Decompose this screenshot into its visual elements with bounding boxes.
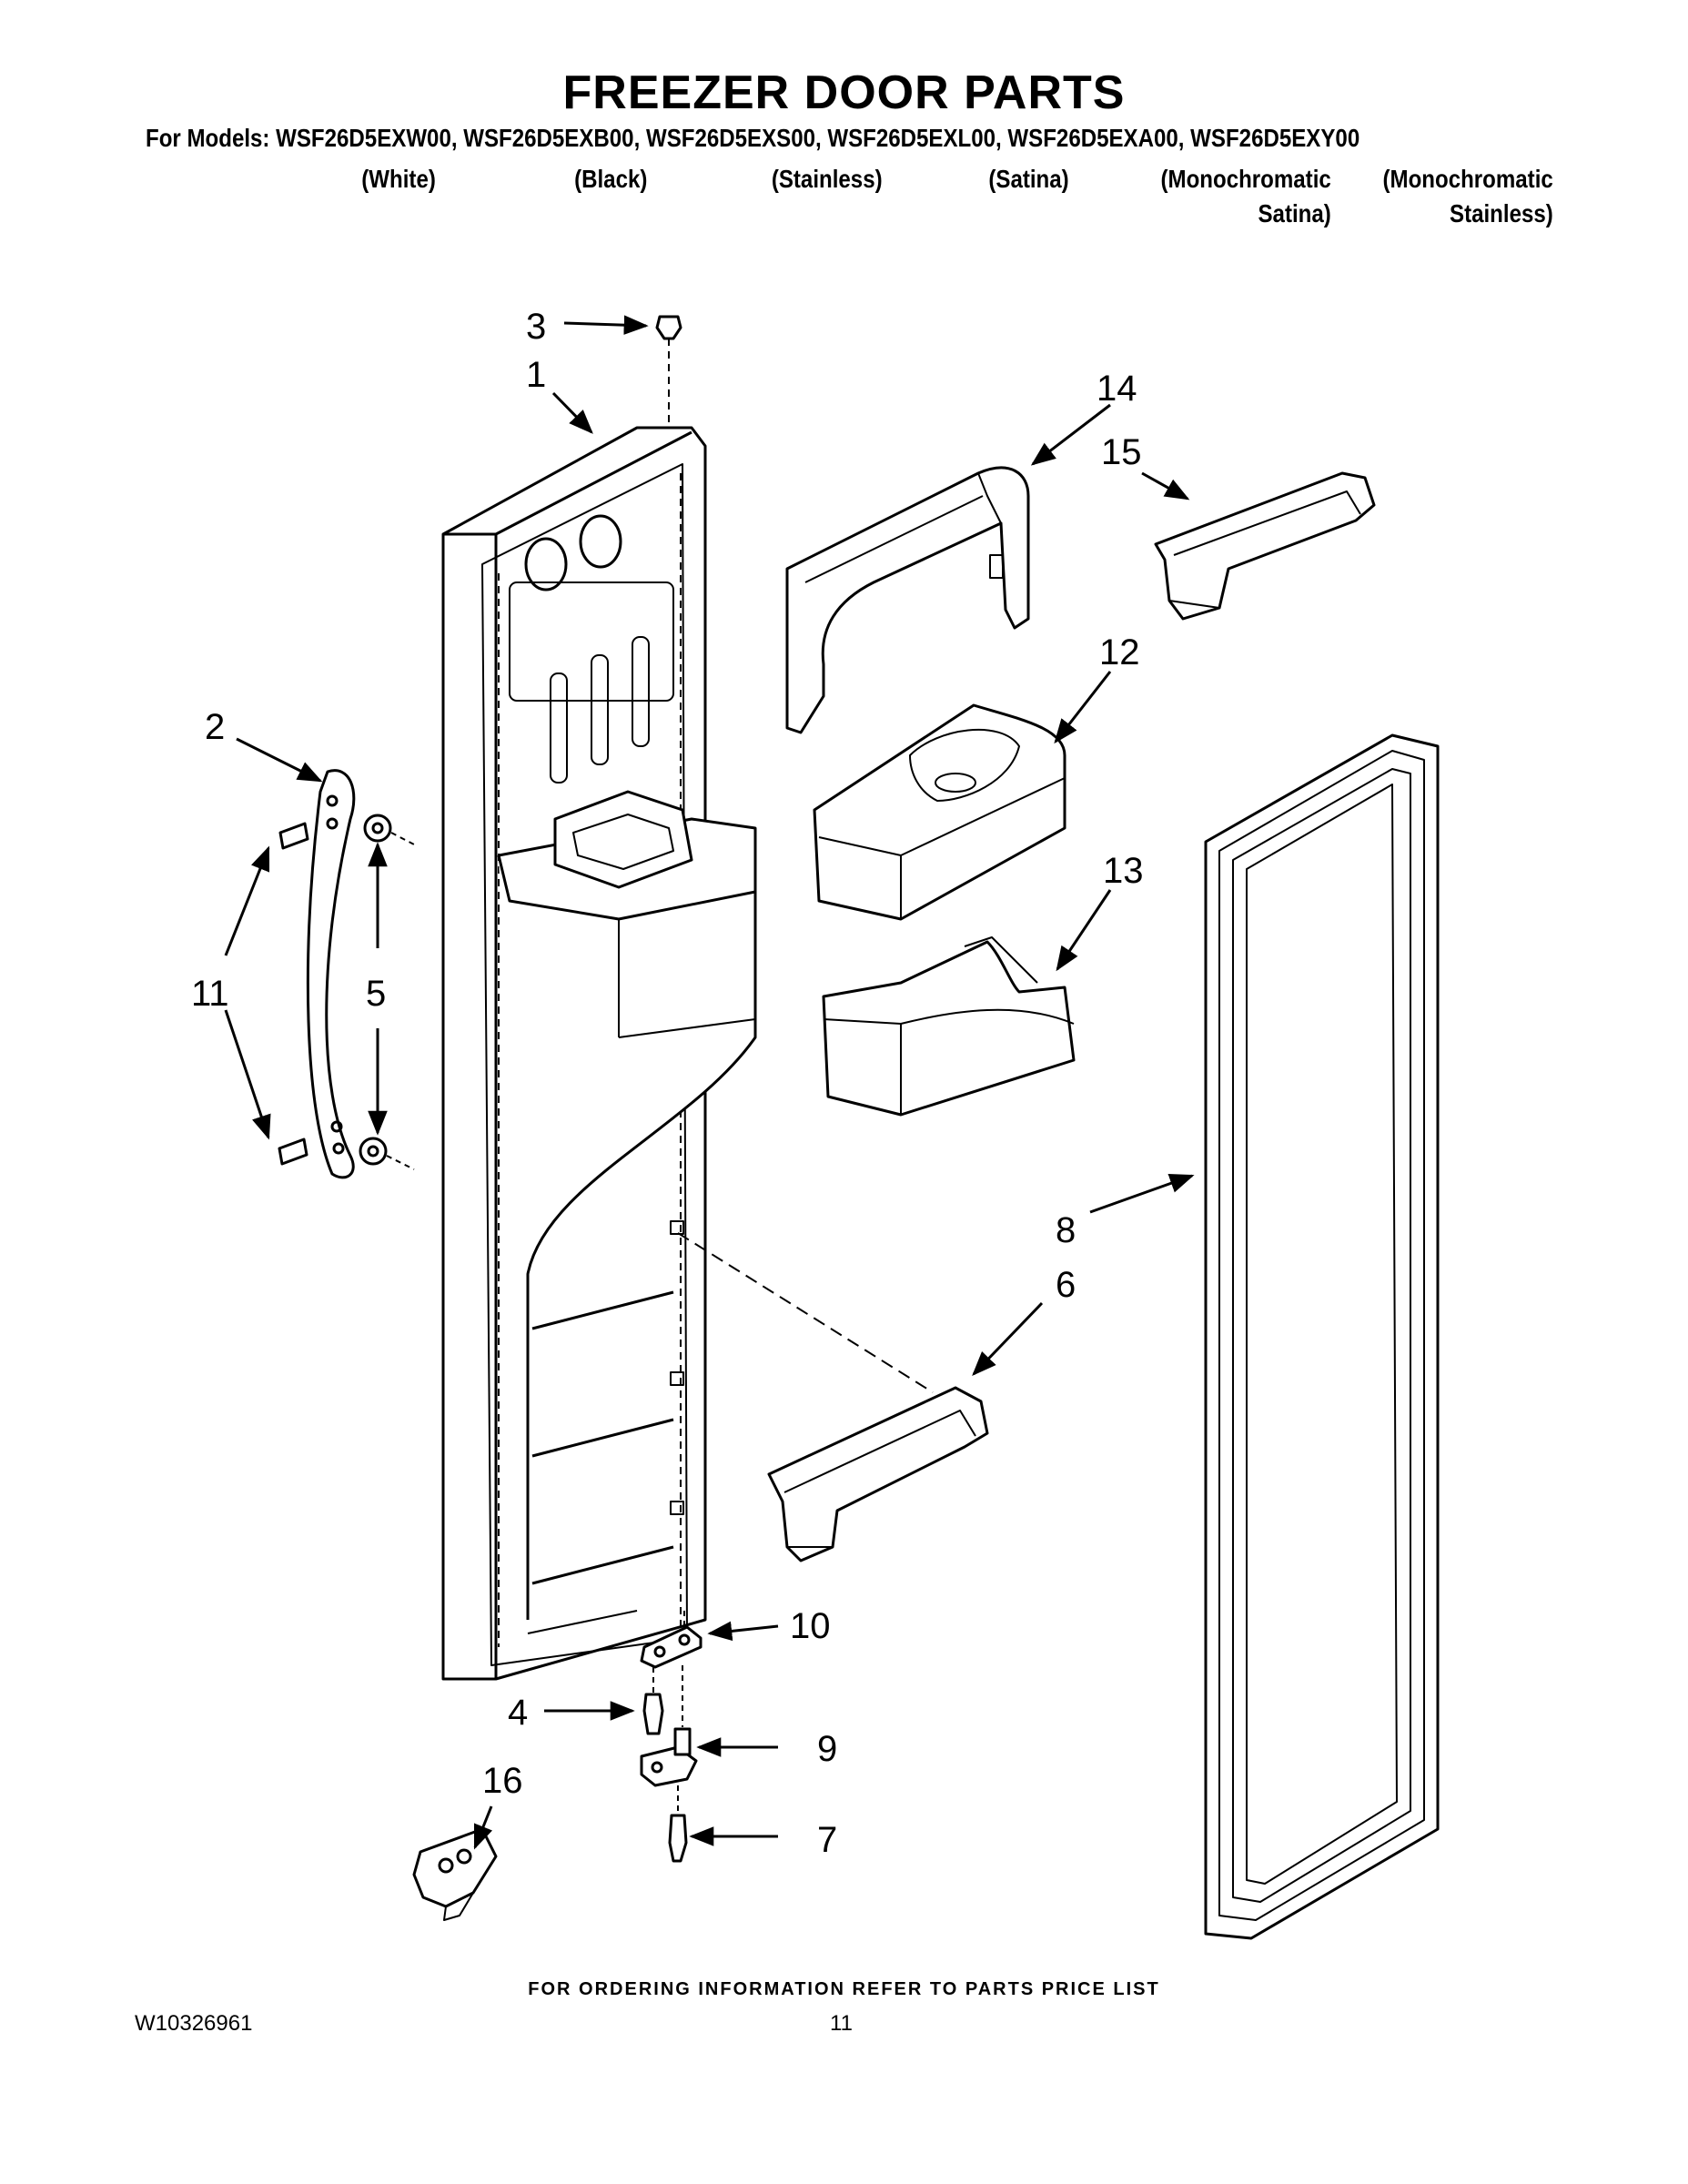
callout-14: 14 bbox=[1097, 369, 1137, 409]
hinge-plate-part bbox=[640, 1611, 702, 1669]
dispenser-cover-part bbox=[785, 466, 1030, 734]
callout-16: 16 bbox=[482, 1761, 523, 1801]
models-line: For Models: WSF26D5EXW00, WSF26D5EXB00, … bbox=[146, 124, 1360, 152]
callout-5: 5 bbox=[366, 974, 386, 1014]
upper-door-bin-part bbox=[1154, 471, 1376, 621]
document-number: W10326961 bbox=[135, 2011, 253, 2036]
variant-stainless: (Stainless) bbox=[772, 165, 883, 193]
callout-10: 10 bbox=[790, 1606, 831, 1646]
page-number: 11 bbox=[830, 2011, 853, 2036]
variant-monochromatic-stainless: (Monochromatic Stainless) bbox=[1382, 165, 1553, 228]
callout-4: 4 bbox=[508, 1693, 528, 1733]
callout-11: 11 bbox=[191, 974, 229, 1014]
hinge-pin-part bbox=[640, 1665, 698, 1787]
bottom-hinge-cover-part bbox=[412, 1827, 498, 1921]
door-handle-part bbox=[306, 769, 356, 1179]
variant-white: (White) bbox=[361, 165, 436, 193]
handle-stud-parts bbox=[278, 822, 309, 1166]
callout-12: 12 bbox=[1099, 632, 1140, 672]
callout-labels: 3 1 14 15 12 2 13 11 5 8 6 10 4 9 16 7 bbox=[191, 307, 1144, 1860]
hinge-screw-part bbox=[642, 1667, 664, 1735]
variant-monochromatic-satina: (Monochromatic Satina) bbox=[1160, 165, 1331, 228]
callout-13: 13 bbox=[1103, 851, 1144, 891]
callout-2: 2 bbox=[205, 707, 225, 747]
variant-satina: (Satina) bbox=[988, 165, 1069, 193]
lower-door-bin-part bbox=[767, 1386, 989, 1562]
callout-15: 15 bbox=[1101, 432, 1142, 472]
callout-6: 6 bbox=[1056, 1265, 1076, 1305]
variant-black: (Black) bbox=[573, 165, 647, 193]
ordering-note: FOR ORDERING INFORMATION REFER TO PARTS … bbox=[528, 1979, 1160, 1999]
hinge-bushing-part bbox=[655, 315, 682, 428]
callout-3: 3 bbox=[526, 307, 546, 347]
ice-bin-base-part bbox=[822, 936, 1076, 1117]
ice-bin-part bbox=[813, 703, 1066, 921]
callout-9: 9 bbox=[817, 1729, 837, 1769]
callout-1: 1 bbox=[526, 355, 546, 395]
callout-8: 8 bbox=[1056, 1210, 1076, 1250]
page-title: FREEZER DOOR PARTS bbox=[562, 66, 1126, 119]
door-gasket-part bbox=[1204, 733, 1440, 1940]
hinge-bottom-screw-part bbox=[668, 1785, 688, 1863]
freezer-door-part bbox=[441, 426, 757, 1681]
handle-spacer-parts bbox=[359, 814, 415, 1170]
callout-7: 7 bbox=[817, 1820, 837, 1860]
